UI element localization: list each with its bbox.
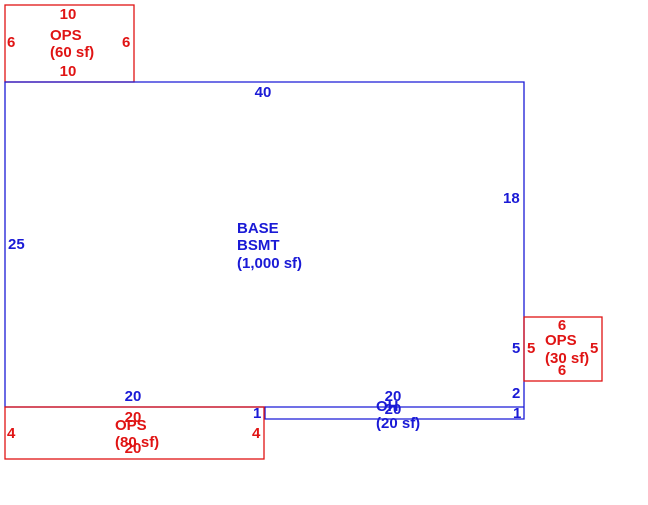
- oh-name: OH: [376, 398, 399, 415]
- ops-top-dim-bottom: 10: [60, 63, 77, 80]
- ops-right-dim-top: 6: [558, 317, 566, 334]
- ops-bottom-dim-bottom: 20: [125, 440, 142, 457]
- ops-bottom-name: OPS: [115, 417, 147, 434]
- base-area-label: (1,000 sf): [237, 255, 302, 272]
- base-dim-right-mid: 5: [512, 340, 520, 357]
- ops-bottom-dim-left: 4: [7, 425, 16, 442]
- oh-area[interactable]: 1 20 OH (20 sf): [253, 398, 420, 432]
- ops-right-dim-left: 5: [527, 340, 535, 357]
- base-dim-right-upper: 18: [503, 190, 520, 207]
- base-sub: BSMT: [237, 237, 280, 254]
- ops-top-name: OPS: [50, 27, 82, 44]
- ops-top-area[interactable]: 10 10 6 6 OPS (60 sf): [4, 4, 135, 83]
- oh-dim-bottom: 20: [385, 401, 402, 418]
- ops-right-outline: [523, 316, 603, 382]
- ops-right-dim-right: 5: [590, 340, 598, 357]
- oh-dim-left: 1: [253, 405, 261, 422]
- ops-top-dim-top: 10: [60, 6, 77, 23]
- base-area[interactable]: 40 25 18 5 2 1 20 20 BASE BSMT (1,000 sf…: [4, 81, 525, 422]
- base-dim-right-step: 1: [513, 405, 521, 422]
- ops-right-dim-bottom: 6: [558, 362, 566, 379]
- base-dim-left: 25: [8, 236, 25, 253]
- ops-bottom-area[interactable]: 20 20 4 4 OPS (80 sf): [4, 406, 265, 460]
- ops-right-name: OPS: [545, 332, 577, 349]
- ops-bottom-dim-right: 4: [252, 425, 261, 442]
- ops-right-area[interactable]: 6 6 5 5 OPS (30 sf): [523, 316, 603, 382]
- base-dim-bottom-left: 20: [125, 388, 142, 405]
- ops-top-dim-left: 6: [7, 34, 15, 51]
- ops-bottom-outline: [4, 406, 265, 460]
- base-dim-bottom-right: 20: [385, 388, 402, 405]
- oh-area-label: (20 sf): [376, 415, 420, 432]
- ops-right-area-label: (30 sf): [545, 350, 589, 367]
- ops-top-area-label: (60 sf): [50, 44, 94, 61]
- base-dim-top: 40: [255, 84, 272, 101]
- base-name: BASE: [237, 220, 279, 237]
- base-dim-right-low: 2: [512, 385, 520, 402]
- ops-bottom-dim-top: 20: [125, 409, 142, 426]
- ops-top-dim-right: 6: [122, 34, 130, 51]
- ops-bottom-area-label: (80 sf): [115, 434, 159, 451]
